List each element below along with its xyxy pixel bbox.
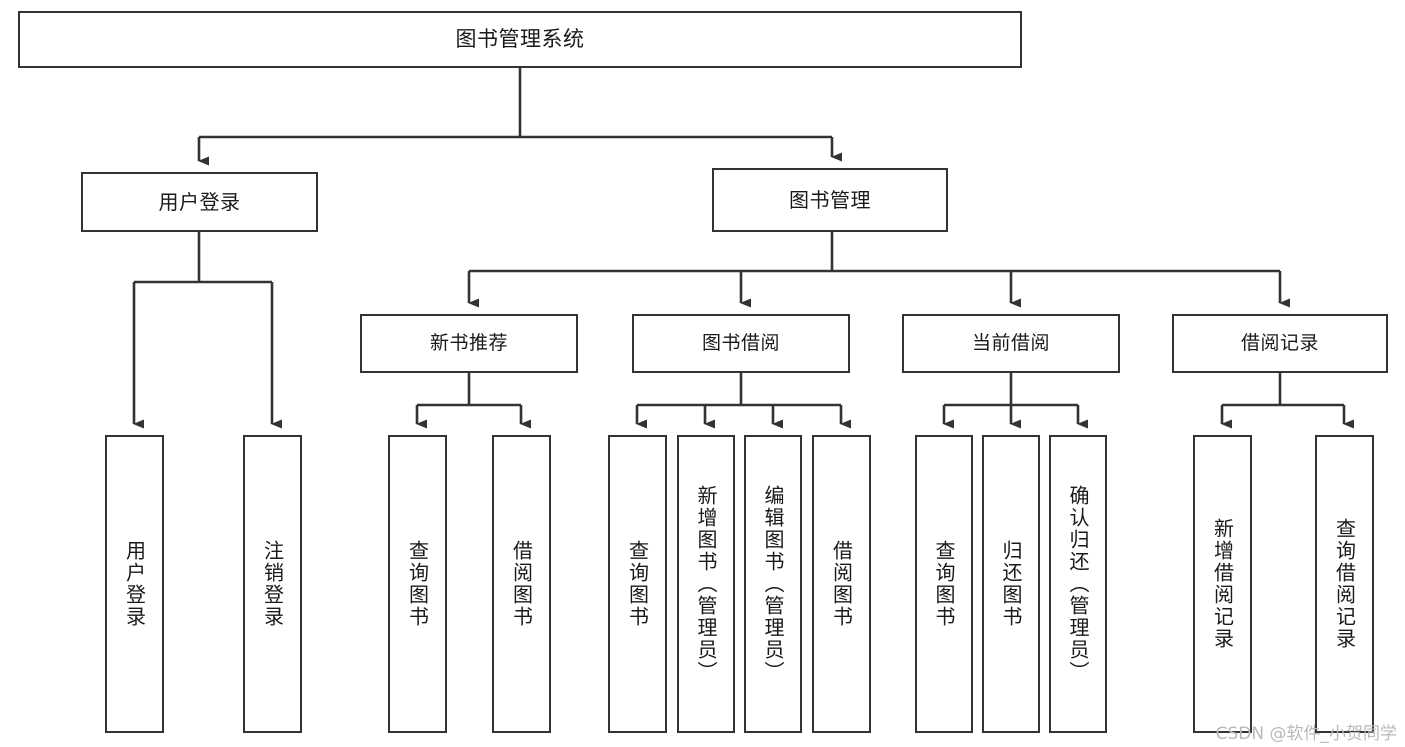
node-label: 归还图书 xyxy=(999,540,1023,628)
node-label: 用户登录 xyxy=(122,540,147,628)
node-label: 确认归还（管理员） xyxy=(1066,485,1090,683)
node-book-management[interactable]: 图书管理 xyxy=(712,168,948,232)
node-leaf-user-login[interactable]: 用户登录 xyxy=(105,435,164,733)
node-leaf-return-book[interactable]: 归还图书 xyxy=(982,435,1040,733)
node-leaf-logout[interactable]: 注销登录 xyxy=(243,435,302,733)
node-label: 查询图书 xyxy=(625,540,650,628)
node-label: 新书推荐 xyxy=(429,331,508,354)
node-leaf-search-book-recommend[interactable]: 查询图书 xyxy=(388,435,447,733)
node-leaf-confirm-return-admin[interactable]: 确认归还（管理员） xyxy=(1049,435,1107,733)
node-label: 图书借阅 xyxy=(701,331,780,354)
node-label: 编辑图书（管理员） xyxy=(761,485,785,683)
node-label: 当前借阅 xyxy=(971,331,1050,354)
node-label: 注销登录 xyxy=(260,540,285,628)
node-label: 新增图书（管理员） xyxy=(694,485,718,683)
node-label: 查询借阅记录 xyxy=(1332,518,1357,650)
node-label: 查询图书 xyxy=(405,540,430,628)
node-leaf-search-book-current[interactable]: 查询图书 xyxy=(915,435,973,733)
node-label: 新增借阅记录 xyxy=(1210,518,1235,650)
node-label: 借阅记录 xyxy=(1240,331,1319,354)
node-leaf-borrow-book-recommend[interactable]: 借阅图书 xyxy=(492,435,551,733)
node-label: 图书管理系统 xyxy=(455,27,585,52)
node-leaf-add-borrow-record[interactable]: 新增借阅记录 xyxy=(1193,435,1252,733)
node-leaf-search-borrow-record[interactable]: 查询借阅记录 xyxy=(1315,435,1374,733)
node-label: 用户登录 xyxy=(158,189,241,214)
node-label: 借阅图书 xyxy=(509,540,534,628)
node-leaf-search-book-borrow[interactable]: 查询图书 xyxy=(608,435,667,733)
node-user-login[interactable]: 用户登录 xyxy=(81,172,318,232)
node-label: 借阅图书 xyxy=(829,540,854,628)
node-label: 图书管理 xyxy=(789,187,871,212)
node-book-borrowing[interactable]: 图书借阅 xyxy=(632,314,850,373)
node-current-borrowing[interactable]: 当前借阅 xyxy=(902,314,1120,373)
node-new-book-recommendation[interactable]: 新书推荐 xyxy=(360,314,578,373)
node-root-book-management-system[interactable]: 图书管理系统 xyxy=(18,11,1022,68)
node-leaf-edit-book-admin[interactable]: 编辑图书（管理员） xyxy=(744,435,802,733)
node-label: 查询图书 xyxy=(932,540,956,628)
node-leaf-add-book-admin[interactable]: 新增图书（管理员） xyxy=(677,435,735,733)
node-borrowing-record[interactable]: 借阅记录 xyxy=(1172,314,1388,373)
node-leaf-borrow-book[interactable]: 借阅图书 xyxy=(812,435,871,733)
